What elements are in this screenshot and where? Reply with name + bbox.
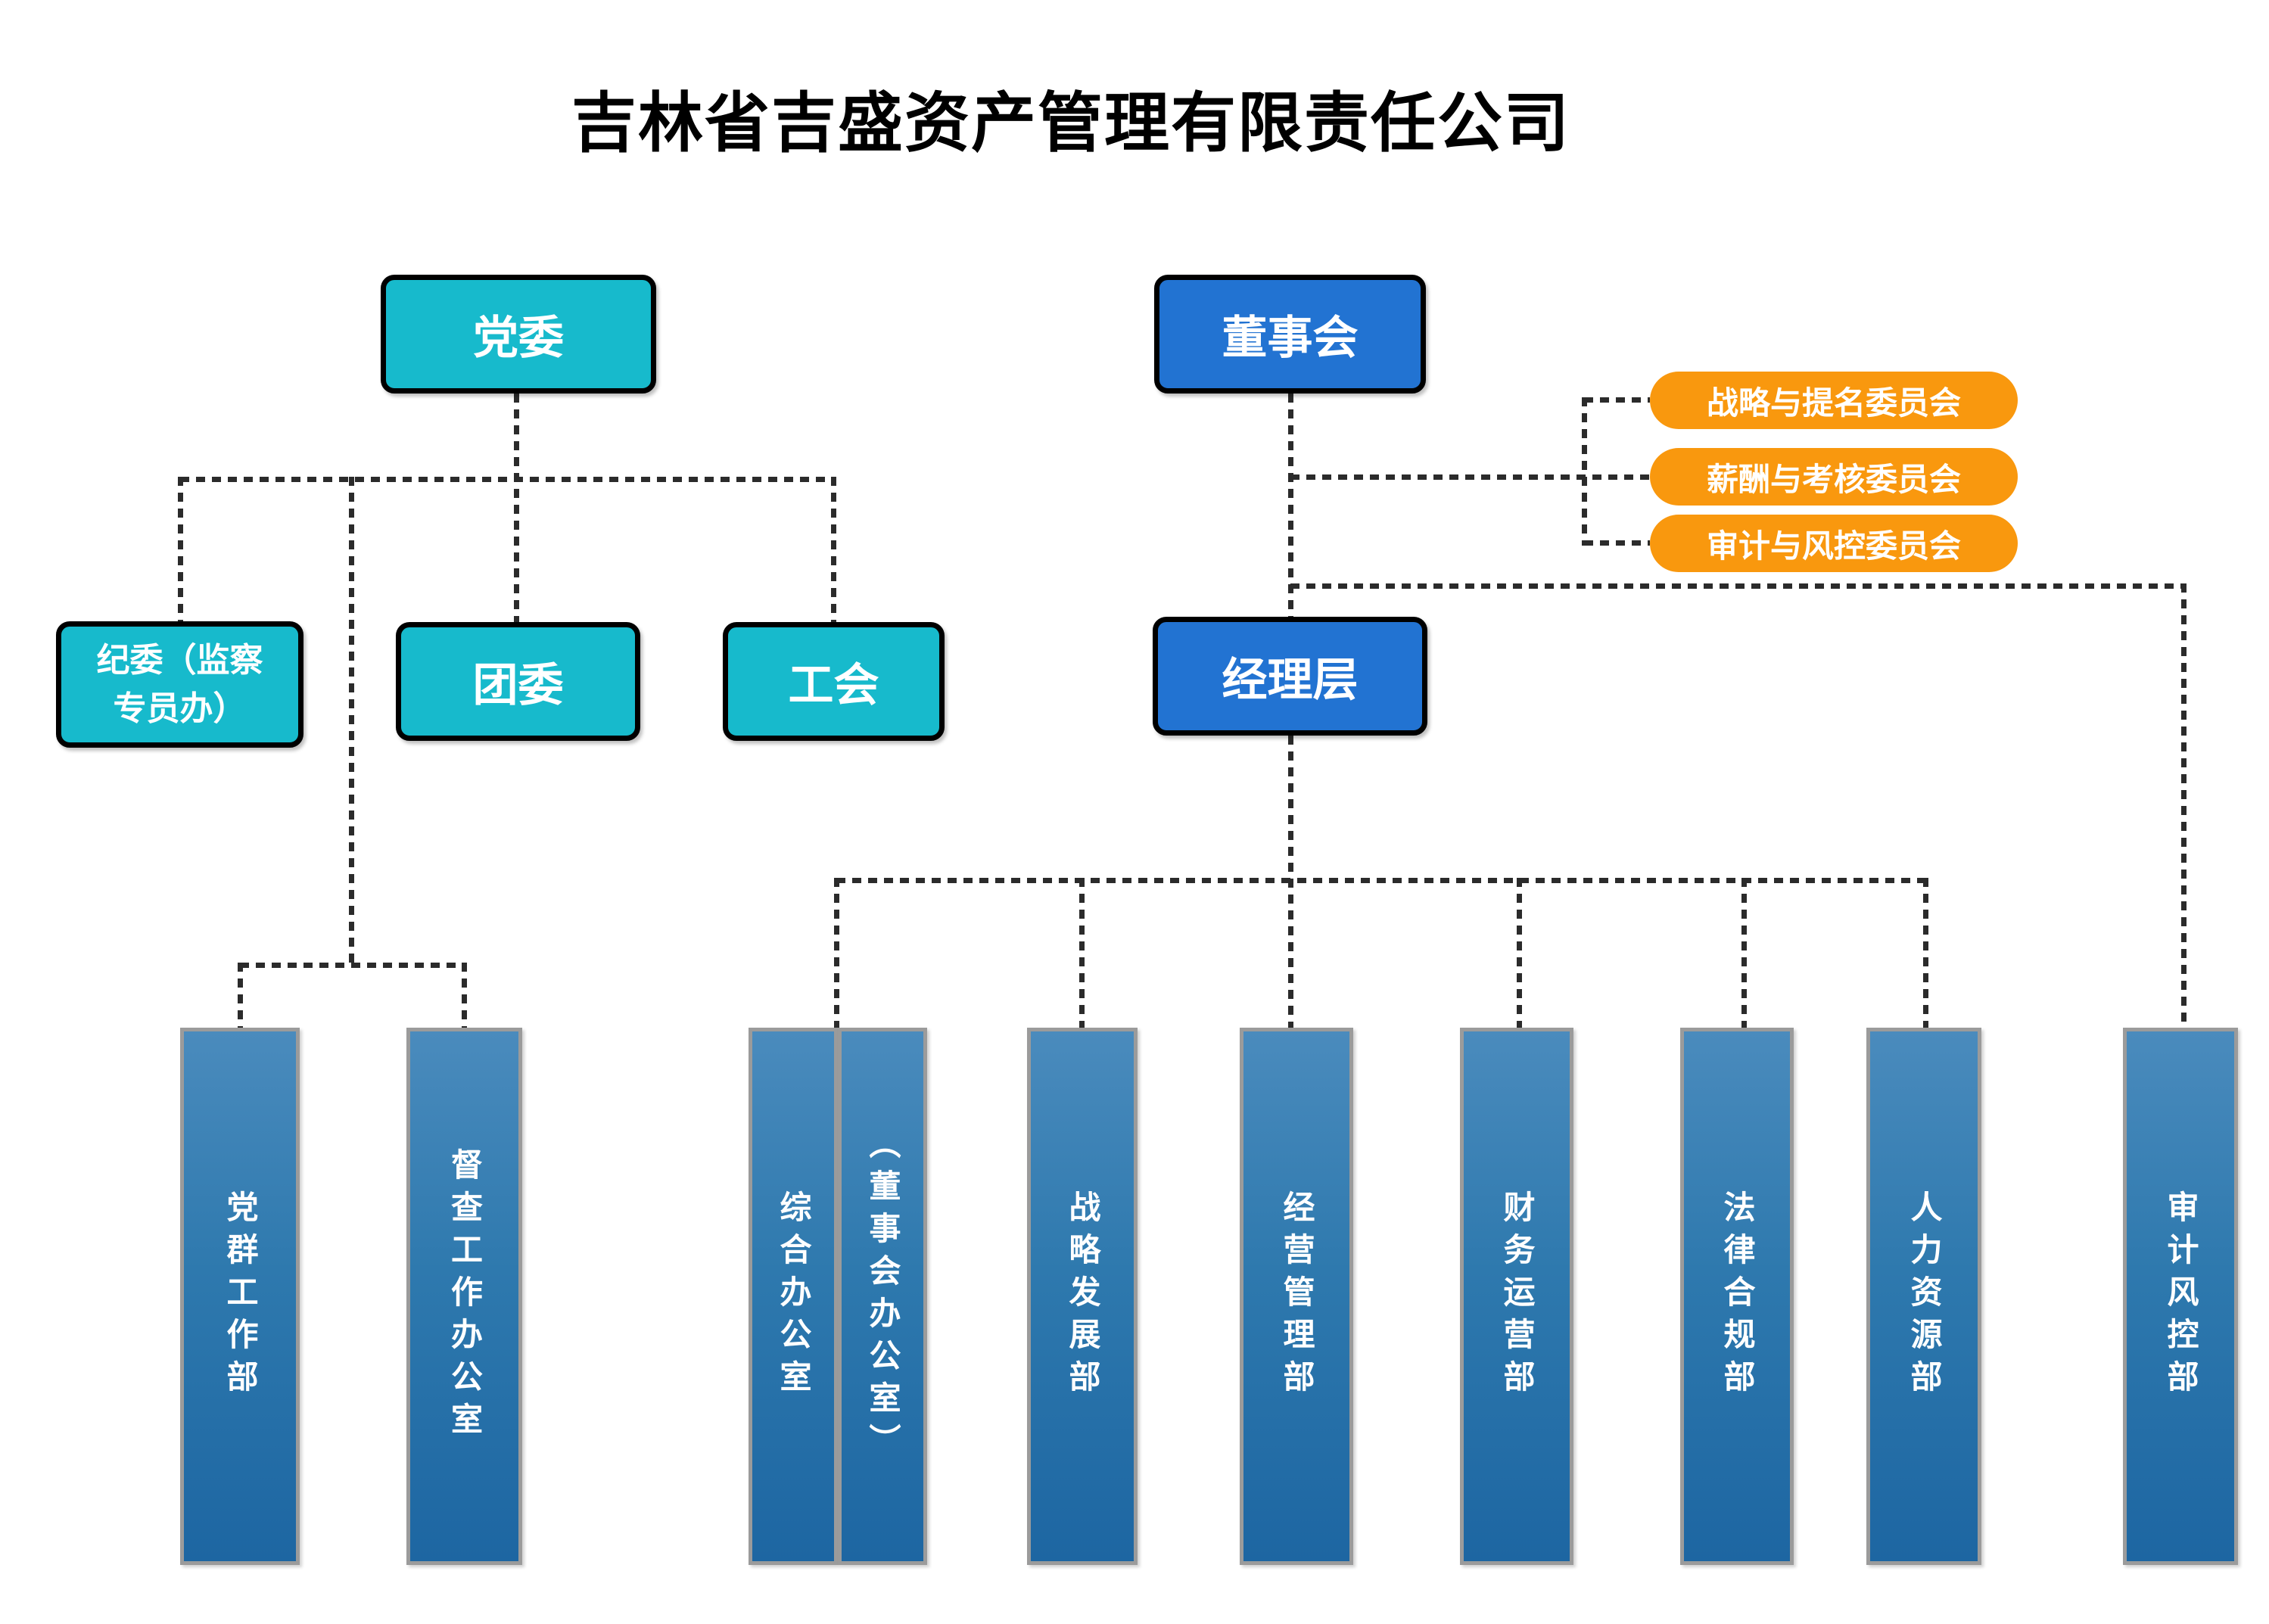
node-label: 团委 [472,660,564,711]
department-box-strategy-development: 战略发展部 [1027,1028,1138,1565]
department-label: 经营管理部 [1279,1190,1315,1402]
connector-line [831,477,836,622]
node-labor-union: 工会 [723,622,945,741]
connector-line [462,963,467,1028]
connector-line [349,477,354,963]
connector-line [514,394,519,622]
page-title: 吉林省吉盛资产管理有限责任公司 [571,87,1570,160]
connector-line [1923,878,1928,1028]
connector-line [1584,397,1650,403]
connector-line [1582,397,1587,546]
node-label: 党委 [473,313,564,363]
department-label: 督查工作办公室 [447,1148,483,1445]
node-management: 经理层 [1153,617,1427,736]
department-box-operations-management: 经营管理部 [1240,1028,1353,1565]
connector-line [1584,540,1650,546]
connector-line [1517,878,1522,1028]
committee-label: 薪酬与考核委员会 [1706,461,1961,497]
department-box-legal-compliance: 法律合规部 [1680,1028,1794,1565]
connector-line [178,477,183,621]
department-label: （董事会办公室） [865,1127,901,1466]
connector-line [1741,878,1747,1028]
committee-pill-strategy-nomination: 战略与提名委员会 [1650,372,2018,429]
department-label: 法律合规部 [1720,1190,1755,1402]
committee-label: 战略与提名委员会 [1706,384,1961,421]
connector-line [1288,394,1293,617]
department-label: 党群工作部 [223,1190,258,1402]
node-label: 纪委（监察 专员办） [96,641,263,727]
connector-line [180,477,833,482]
connector-line [1290,583,2183,589]
department-label: 人力资源部 [1906,1190,1942,1402]
committee-pill-audit-risk: 审计与风控委员会 [1650,515,2018,572]
connector-line [1079,878,1085,1028]
node-discipline-committee: 纪委（监察 专员办） [56,621,303,748]
department-box-party-mass-work: 党群工作部 [180,1028,300,1565]
node-label: 董事会 [1222,313,1359,363]
department-box-general-office: 综合办公室 [749,1028,838,1565]
connector-line [836,878,1925,883]
connector-line [1290,474,1650,480]
department-box-audit-risk-control: 审计风控部 [2123,1028,2238,1565]
department-box-human-resources: 人力资源部 [1866,1028,1981,1565]
department-label: 审计风控部 [2163,1190,2199,1402]
connector-line [240,963,464,968]
node-party-committee: 党委 [381,275,656,394]
department-box-supervision-office: 督查工作办公室 [406,1028,522,1565]
department-label: 综合办公室 [776,1190,811,1402]
node-youth-league: 团委 [396,622,640,741]
department-box-board-office: （董事会办公室） [838,1028,927,1565]
committee-pill-compensation-appraisal: 薪酬与考核委员会 [1650,448,2018,506]
node-board: 董事会 [1154,275,1426,394]
department-label: 财务运营部 [1499,1190,1535,1402]
department-label: 战略发展部 [1065,1190,1100,1402]
connector-line [834,878,839,1028]
committee-label: 审计与风控委员会 [1706,527,1961,564]
connector-line [238,963,243,1028]
department-box-finance-operations: 财务运营部 [1460,1028,1573,1565]
connector-line [2181,583,2187,1028]
node-label: 工会 [788,660,879,711]
node-label: 经理层 [1222,655,1359,705]
